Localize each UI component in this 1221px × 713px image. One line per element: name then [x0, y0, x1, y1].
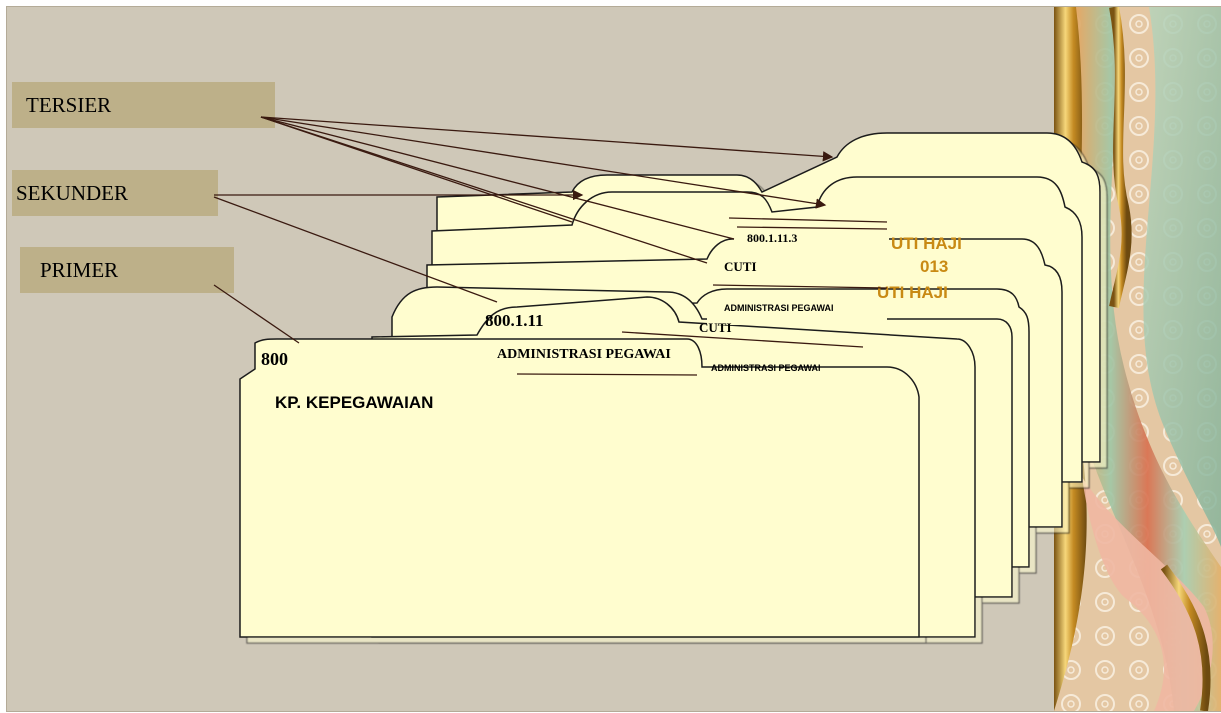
tersier-title: CUTI	[724, 259, 757, 275]
label-sekunder-text: SEKUNDER	[16, 181, 128, 206]
sekunder-code: 800.1.11	[485, 311, 544, 331]
primer-code: 800	[261, 349, 288, 370]
folder-text-uti-haji-1: UTI HAJI	[891, 234, 962, 254]
folder-card-primer	[240, 339, 919, 637]
sekunder-title: ADMINISTRASI PEGAWAI	[497, 347, 671, 363]
tersier-title-2: CUTI	[699, 320, 732, 336]
sekunder-title-small-2: ADMINISTRASI PEGAWAI	[711, 363, 821, 373]
folder-text-013: 013	[920, 257, 948, 277]
folder-text-uti-haji-2: UTI HAJI	[877, 283, 948, 303]
label-tersier: TERSIER	[12, 82, 275, 128]
label-primer: PRIMER	[20, 247, 234, 293]
label-sekunder: SEKUNDER	[12, 170, 218, 216]
tersier-code: 800.1.11.3	[747, 231, 797, 246]
label-tersier-text: TERSIER	[26, 93, 111, 118]
primer-title: KP. KEPEGAWAIAN	[275, 393, 433, 413]
slide: 800 KP. KEPEGAWAIAN 800.1.11 ADMINISTRAS…	[6, 6, 1221, 712]
label-primer-text: PRIMER	[40, 258, 118, 283]
sekunder-title-small: ADMINISTRASI PEGAWAI	[724, 303, 834, 313]
